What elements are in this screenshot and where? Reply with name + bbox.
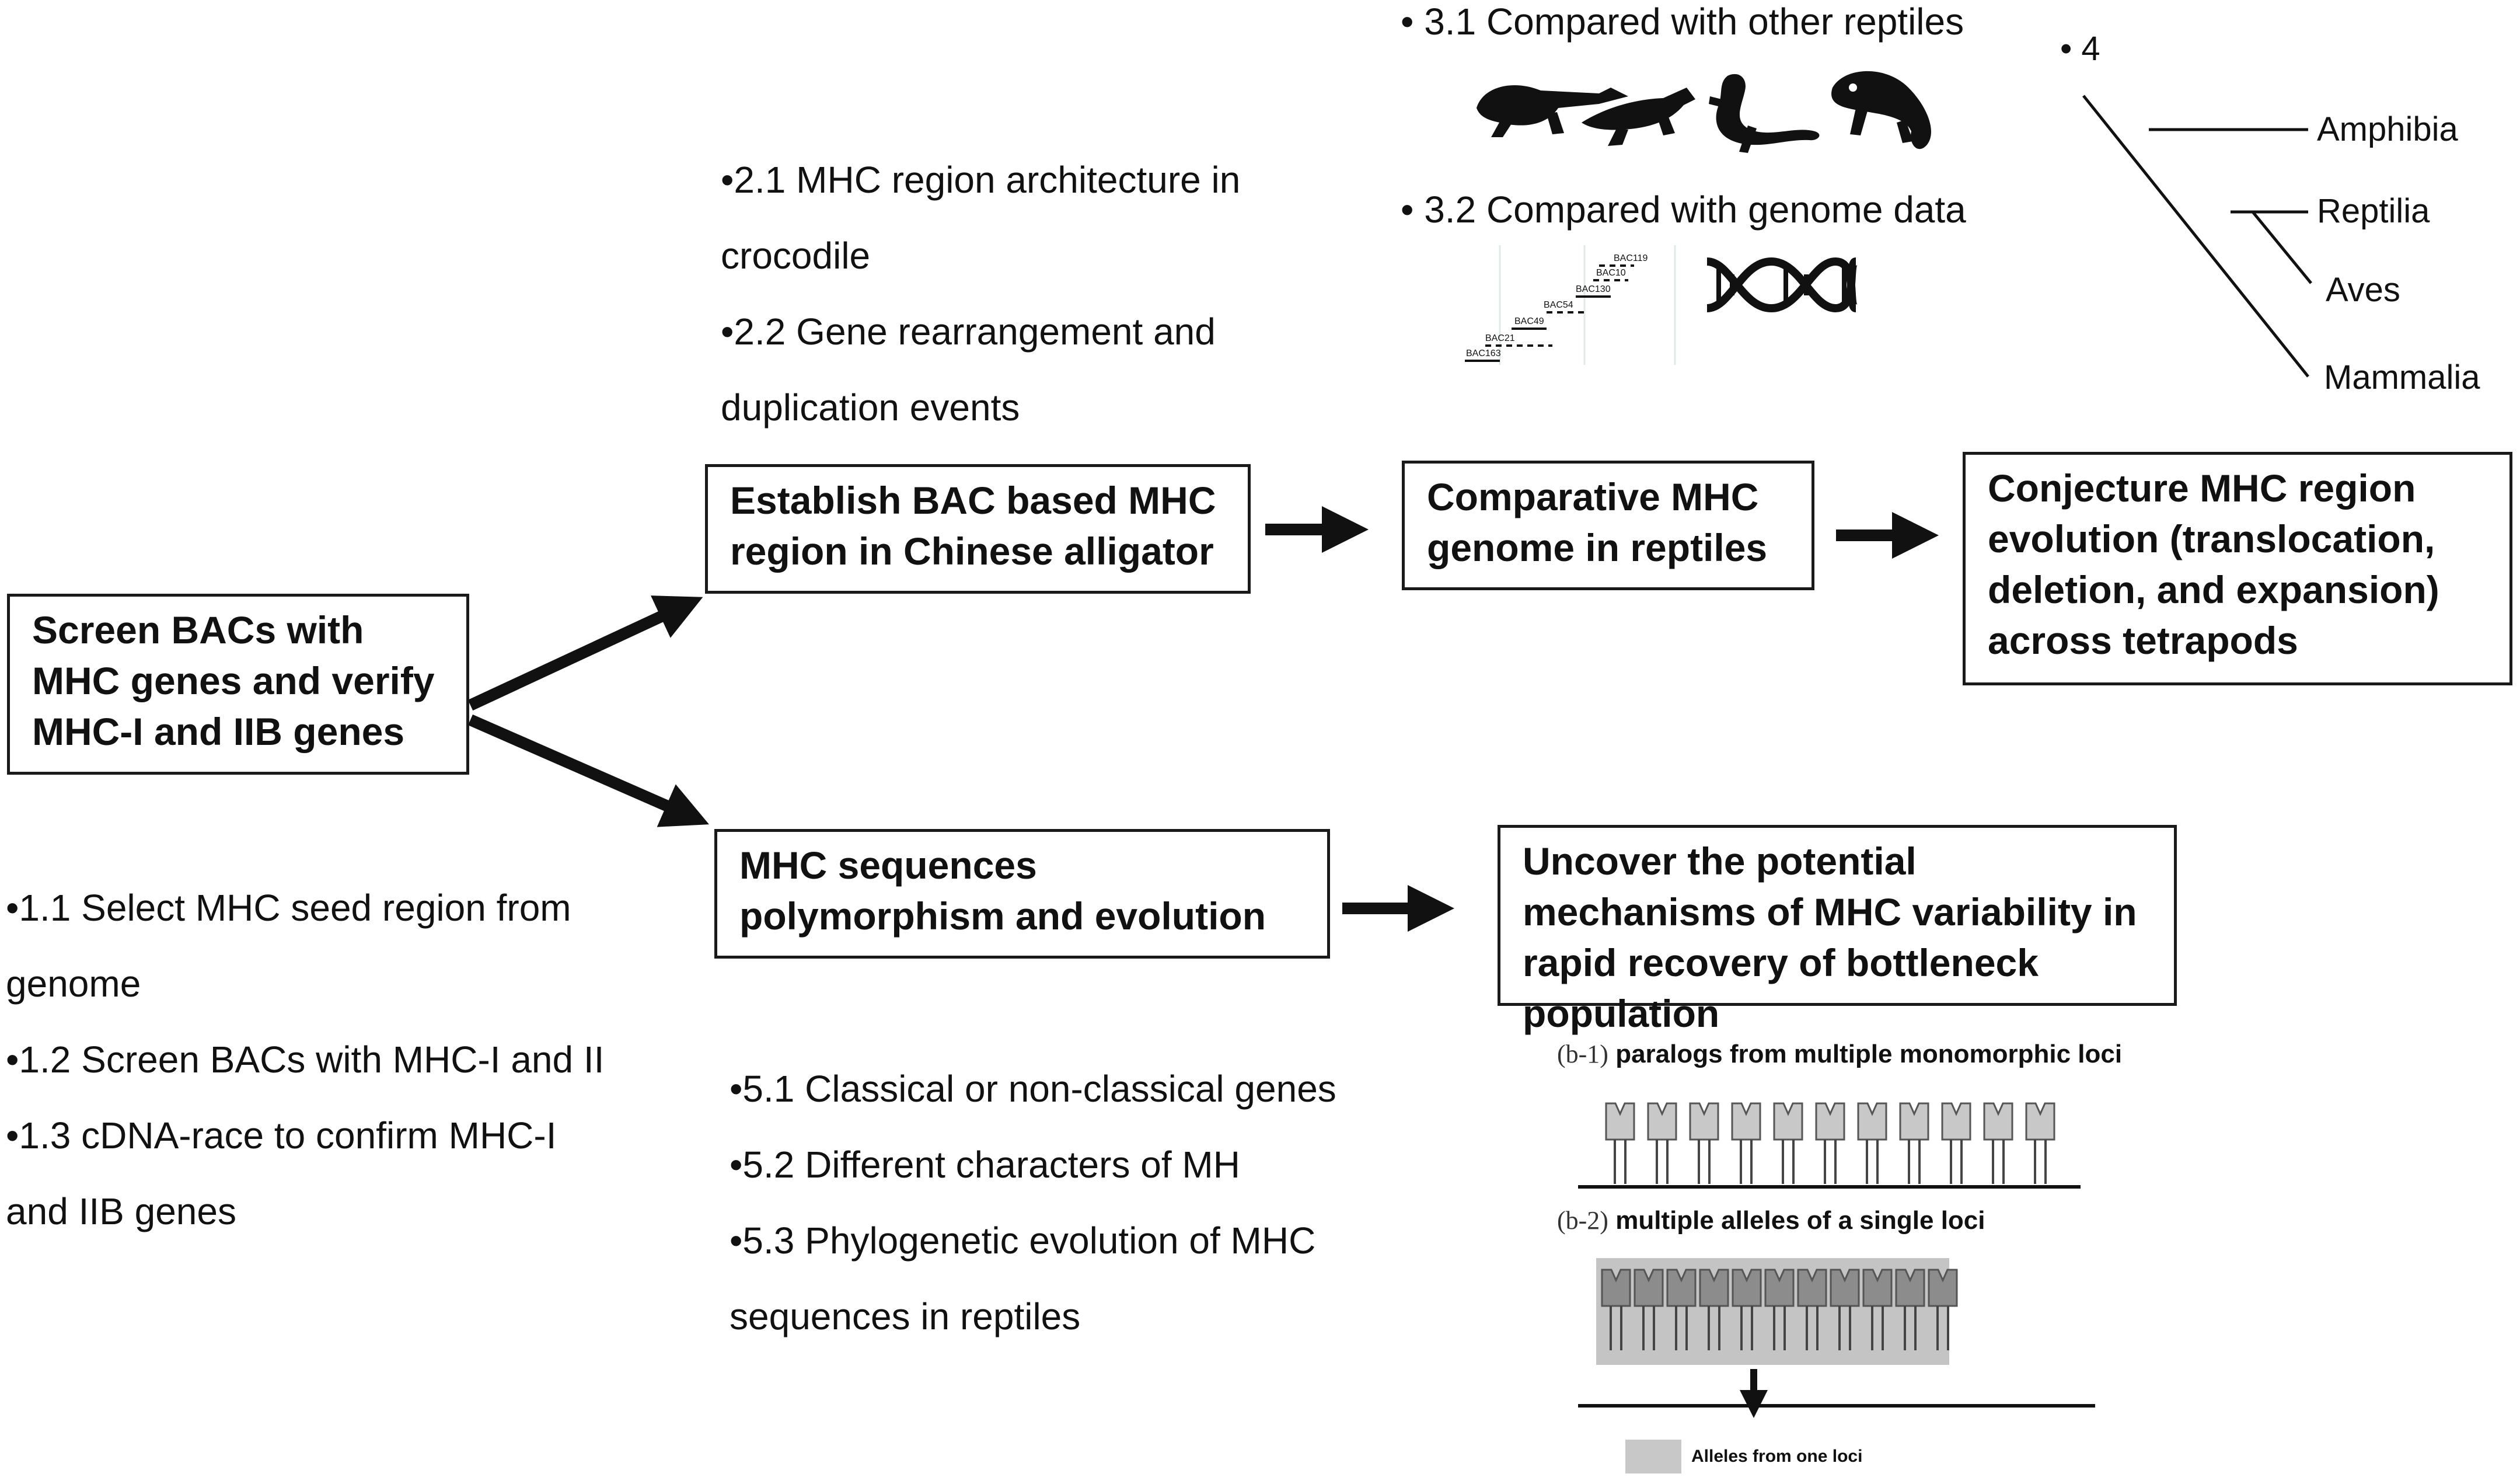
note-1-line-4: •1.3 cDNA-race to confirm MHC-I bbox=[6, 1114, 557, 1156]
fig-b2-label: (b-2) multiple alleles of a single loci bbox=[1557, 1206, 1985, 1235]
screen-bacs-box: Screen BACs with MHC genes and verify MH… bbox=[7, 594, 469, 775]
taxon-amphibia: Amphibia bbox=[2317, 110, 2458, 148]
b2-gene-5 bbox=[1732, 1269, 1762, 1350]
fig-b1-text: paralogs from multiple monomorphic loci bbox=[1615, 1040, 2123, 1068]
notes-step-1: •1.1 Select MHC seed region from genome … bbox=[6, 870, 604, 1249]
phylogeny-tree bbox=[2082, 95, 2312, 378]
b1-gene-6 bbox=[1815, 1102, 1845, 1184]
note-2-line-3: •2.2 Gene rearrangement and bbox=[721, 311, 1216, 353]
b1-gene-2 bbox=[1647, 1102, 1677, 1184]
note-3-1: • 3.1 Compared with other reptiles bbox=[1401, 1, 1964, 43]
note-2-line-2: crocodile bbox=[721, 235, 871, 277]
b1-gene-5 bbox=[1773, 1102, 1803, 1184]
bac-label-3: BAC130 bbox=[1576, 284, 1611, 294]
fig-b2-text: multiple alleles of a single loci bbox=[1615, 1206, 1985, 1235]
b2-gene-row bbox=[1601, 1269, 1958, 1350]
b2-gene-1 bbox=[1601, 1269, 1631, 1350]
crocodile-icon bbox=[1477, 85, 1628, 137]
polymorphism-box: MHC sequences polymorphism and evolution bbox=[714, 829, 1330, 959]
lizard-icon bbox=[1709, 74, 1820, 153]
fig-b1-label: (b-1) paralogs from multiple monomorphic… bbox=[1557, 1039, 2122, 1069]
note-1-line-3: •1.2 Screen BACs with MHC-I and II bbox=[6, 1039, 605, 1081]
b2-gene-11 bbox=[1928, 1269, 1958, 1350]
b1-gene-7 bbox=[1857, 1102, 1887, 1184]
note-5-line-1: •5.1 Classical or non-classical genes bbox=[730, 1068, 1336, 1110]
comparative-mhc-box: Comparative MHC genome in reptiles bbox=[1402, 461, 1814, 590]
b1-gene-row bbox=[1605, 1102, 2055, 1184]
iguana-icon bbox=[1831, 71, 1931, 149]
note-3-2: • 3.2 Compared with genome data bbox=[1401, 189, 1966, 231]
arrow-screen-to-polymorphism bbox=[467, 714, 709, 827]
fig-b2-prefix: (b-2) bbox=[1557, 1206, 1608, 1235]
bac-tiling-diagram bbox=[1465, 245, 1676, 365]
b1-gene-10 bbox=[1983, 1102, 2013, 1184]
notes-step-2: •2.1 MHC region architecture in crocodil… bbox=[721, 142, 1240, 445]
b1-gene-1 bbox=[1605, 1102, 1635, 1184]
b2-gene-10 bbox=[1895, 1269, 1925, 1350]
bac-label-2: BAC10 bbox=[1596, 268, 1626, 278]
note-1-line-5: and IIB genes bbox=[6, 1190, 236, 1232]
b2-gene-8 bbox=[1830, 1269, 1860, 1350]
note-2-line-1: •2.1 MHC region architecture in bbox=[721, 159, 1241, 201]
b1-gene-9 bbox=[1941, 1102, 1971, 1184]
note-2-line-4: duplication events bbox=[721, 386, 1020, 429]
b2-gene-6 bbox=[1764, 1269, 1795, 1350]
note-5-line-4: sequences in reptiles bbox=[730, 1295, 1081, 1337]
uncover-mechanisms-box: Uncover the potential mechanisms of MHC … bbox=[1498, 825, 2177, 1035]
legend-swatch bbox=[1625, 1440, 1681, 1473]
b2-gene-4 bbox=[1699, 1269, 1729, 1350]
note-1-line-1: •1.1 Select MHC seed region from bbox=[6, 887, 571, 929]
note-5-line-2: •5.2 Different characters of MH bbox=[730, 1144, 1240, 1186]
bac-labels: BAC119 BAC10 BAC130 BAC54 BAC49 BAC21 BA… bbox=[1466, 253, 1648, 358]
b1-gene-11 bbox=[2025, 1102, 2055, 1184]
tree-label: • 4 bbox=[2060, 30, 2100, 68]
dna-helix-icon bbox=[1706, 257, 1858, 313]
b2-gene-2 bbox=[1634, 1269, 1664, 1350]
bac-label-6: BAC21 bbox=[1485, 333, 1515, 343]
note-5-line-3: •5.3 Phylogenetic evolution of MHC bbox=[730, 1220, 1316, 1262]
bac-label-7: BAC163 bbox=[1466, 349, 1501, 358]
fig-b1-prefix: (b-1) bbox=[1557, 1040, 1608, 1068]
bac-label-1: BAC119 bbox=[1614, 253, 1648, 263]
taxon-mammalia: Mammalia bbox=[2324, 358, 2480, 396]
b2-gene-9 bbox=[1862, 1269, 1893, 1350]
note-1-line-2: genome bbox=[6, 963, 141, 1005]
b2-gene-3 bbox=[1666, 1269, 1697, 1350]
notes-step-5: •5.1 Classical or non-classical genes •5… bbox=[730, 1051, 1336, 1354]
establish-bac-box: Establish BAC based MHC region in Chines… bbox=[705, 464, 1251, 594]
bac-label-4: BAC54 bbox=[1544, 300, 1573, 310]
fig-b-legend-text: Alleles from one loci bbox=[1691, 1447, 1863, 1466]
b1-gene-3 bbox=[1689, 1102, 1719, 1184]
taxon-aves: Aves bbox=[2326, 271, 2400, 309]
taxon-reptilia: Reptilia bbox=[2317, 192, 2430, 230]
b2-gene-7 bbox=[1797, 1269, 1827, 1350]
b1-gene-4 bbox=[1731, 1102, 1761, 1184]
b1-gene-8 bbox=[1899, 1102, 1929, 1184]
bac-label-5: BAC49 bbox=[1514, 316, 1544, 326]
conjecture-evolution-box: Conjecture MHC region evolution (translo… bbox=[1963, 452, 2512, 685]
arrow-screen-to-establish bbox=[467, 595, 703, 711]
alligator-icon bbox=[1582, 88, 1695, 146]
